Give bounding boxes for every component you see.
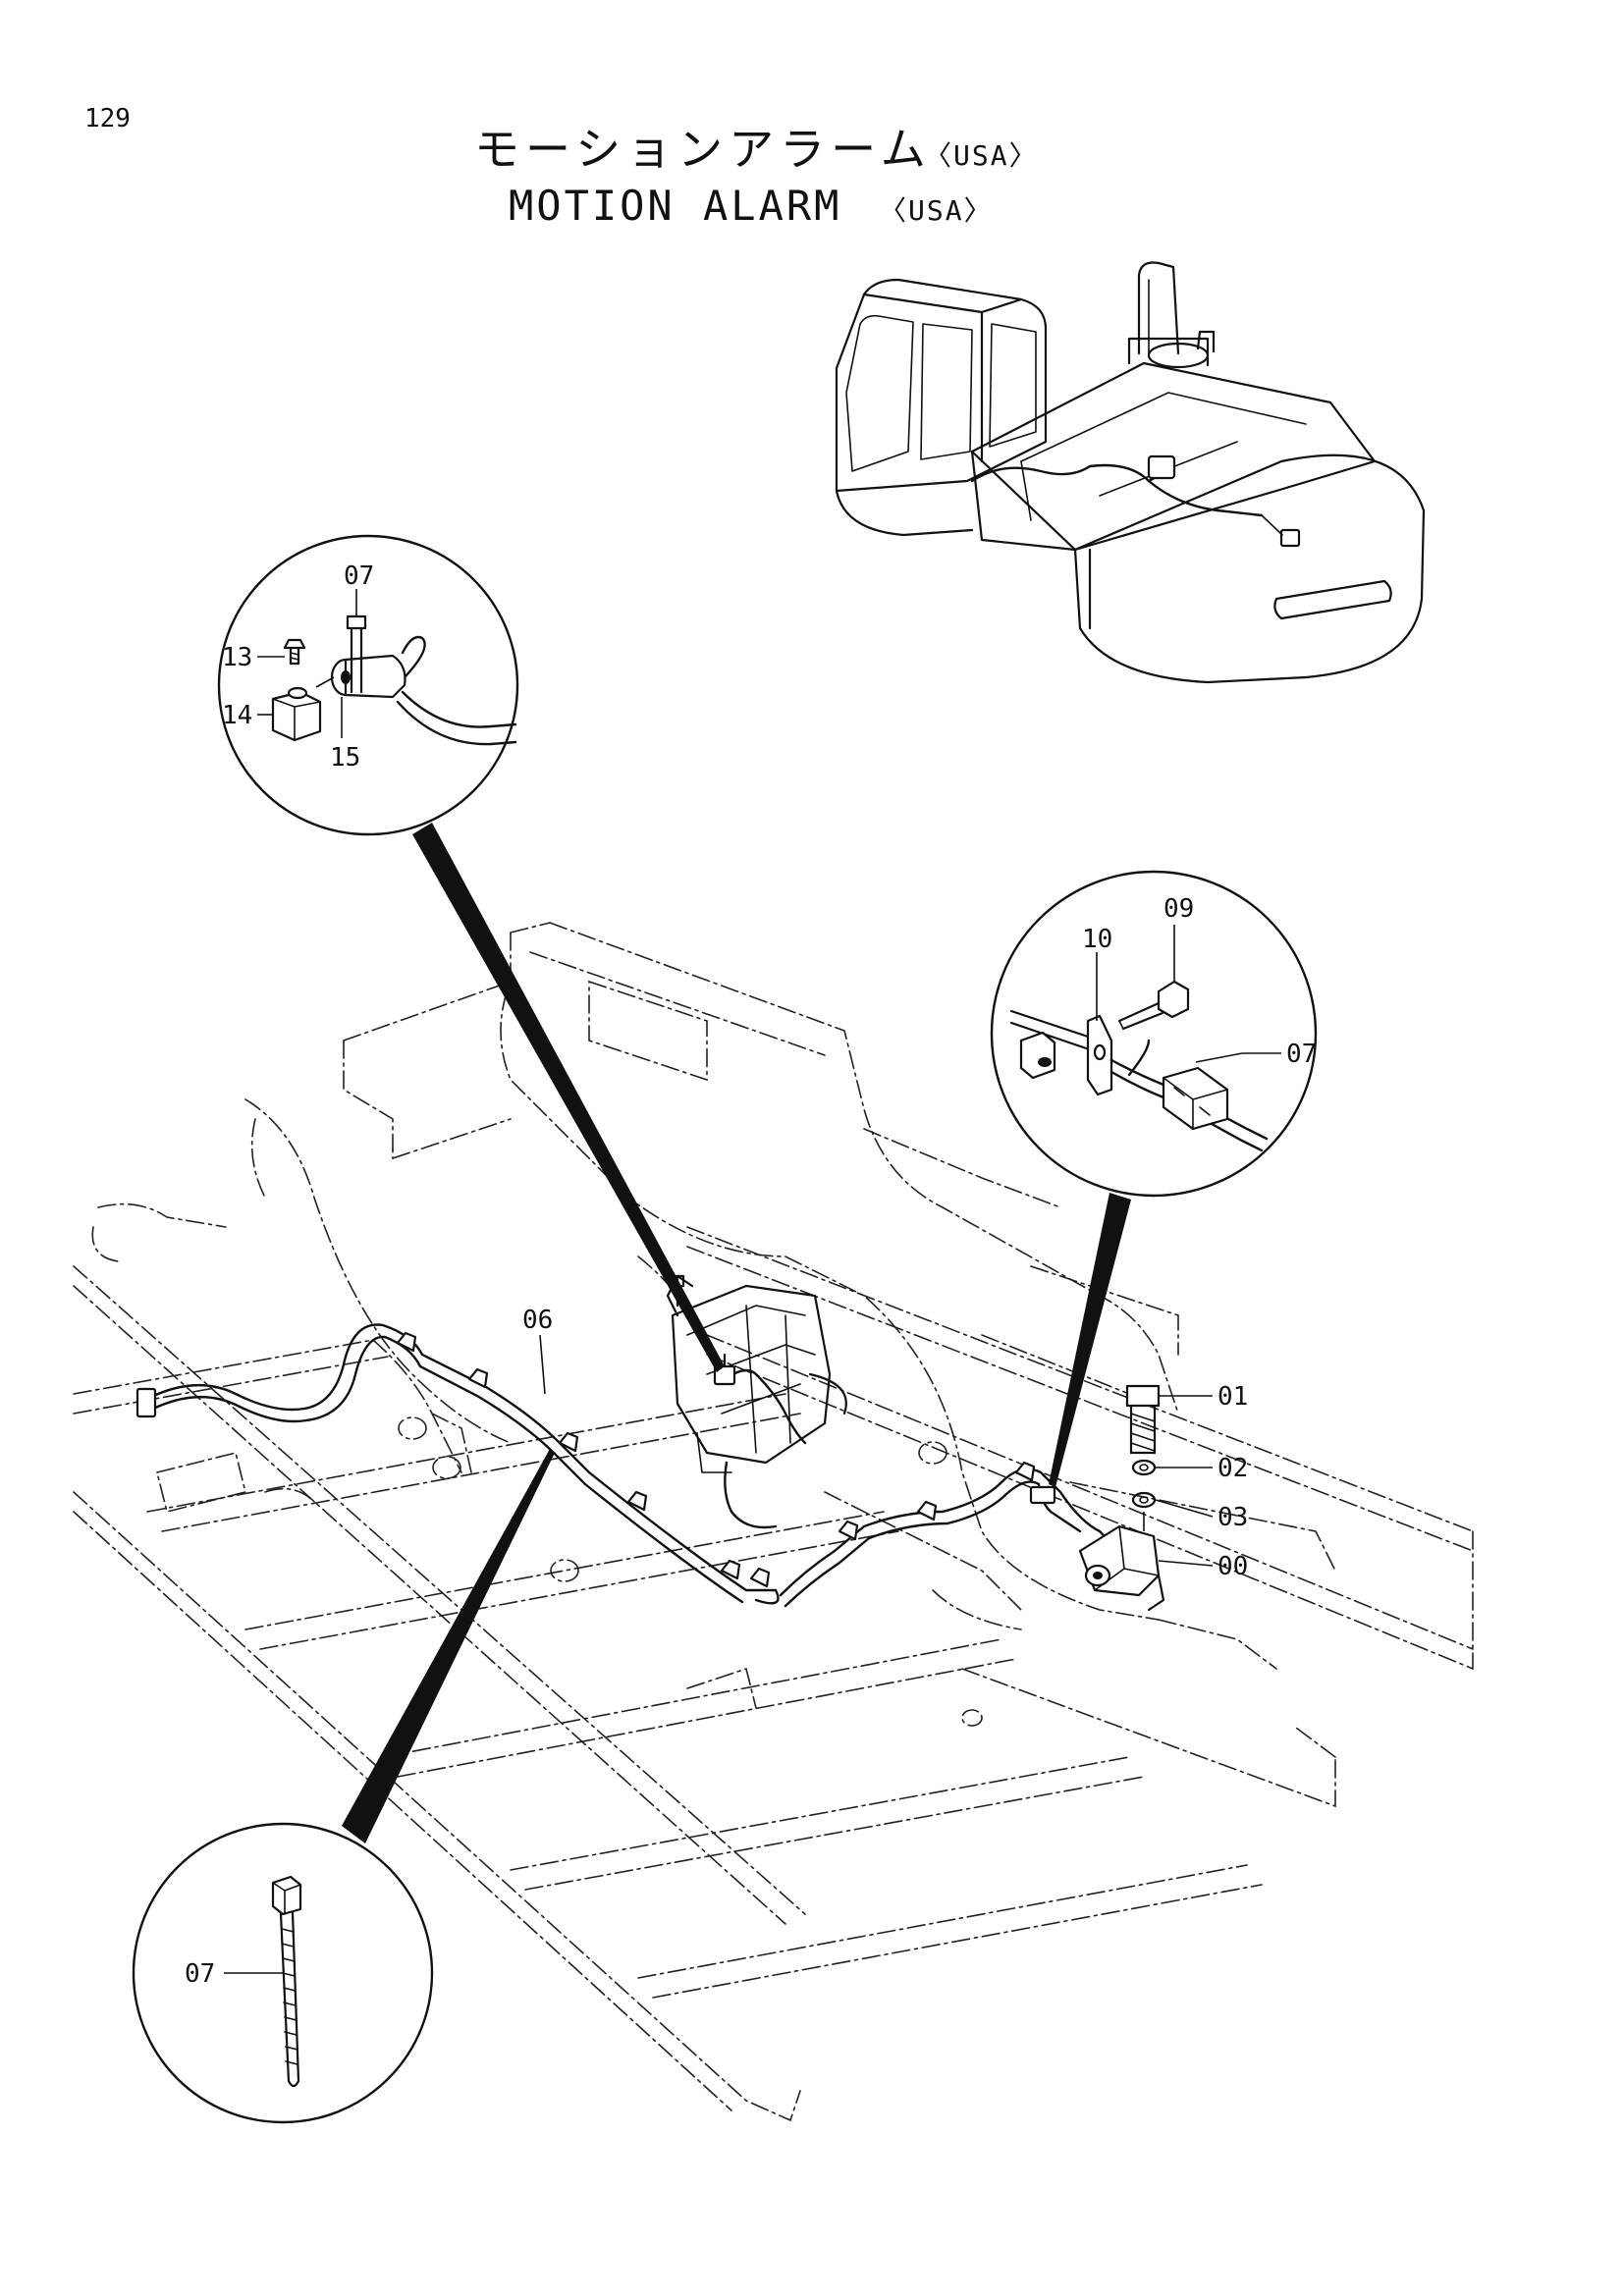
title-japanese: モーションアラーム	[474, 123, 932, 176]
label-part-01: 01	[1217, 1382, 1248, 1412]
label-part-06: 06	[522, 1306, 553, 1335]
harness-clamps	[396, 1331, 771, 1588]
title-japanese-region: 〈USA〉	[924, 139, 1039, 172]
detail-circle-cable-tie	[132, 1822, 434, 2124]
title-english-region: 〈USA〉	[879, 194, 994, 227]
label-part-03: 03	[1217, 1503, 1248, 1532]
label-part-10: 10	[1082, 925, 1112, 954]
wiring-harness	[135, 1323, 1111, 1608]
excavator-overview	[835, 261, 1426, 684]
detail-circle-bracket	[990, 870, 1318, 1198]
label-part-13: 13	[222, 643, 252, 672]
label-part-14: 14	[222, 701, 252, 730]
label-part-00: 00	[1217, 1552, 1248, 1581]
label-part-02: 02	[1217, 1454, 1248, 1483]
leader-06	[539, 1334, 546, 1395]
label-part-07-right: 07	[1286, 1040, 1317, 1069]
detail-circle-pressure-switch	[217, 534, 519, 836]
label-part-07-top: 07	[344, 561, 374, 591]
callout-pointers	[342, 823, 1131, 1843]
page-number: 129	[84, 104, 131, 133]
title-english: MOTION ALARM	[509, 182, 841, 230]
motion-alarm-assembly	[1029, 1384, 1214, 1612]
label-part-09: 09	[1163, 894, 1194, 924]
label-part-15: 15	[330, 743, 360, 773]
label-part-07-bottom: 07	[185, 1959, 215, 1989]
